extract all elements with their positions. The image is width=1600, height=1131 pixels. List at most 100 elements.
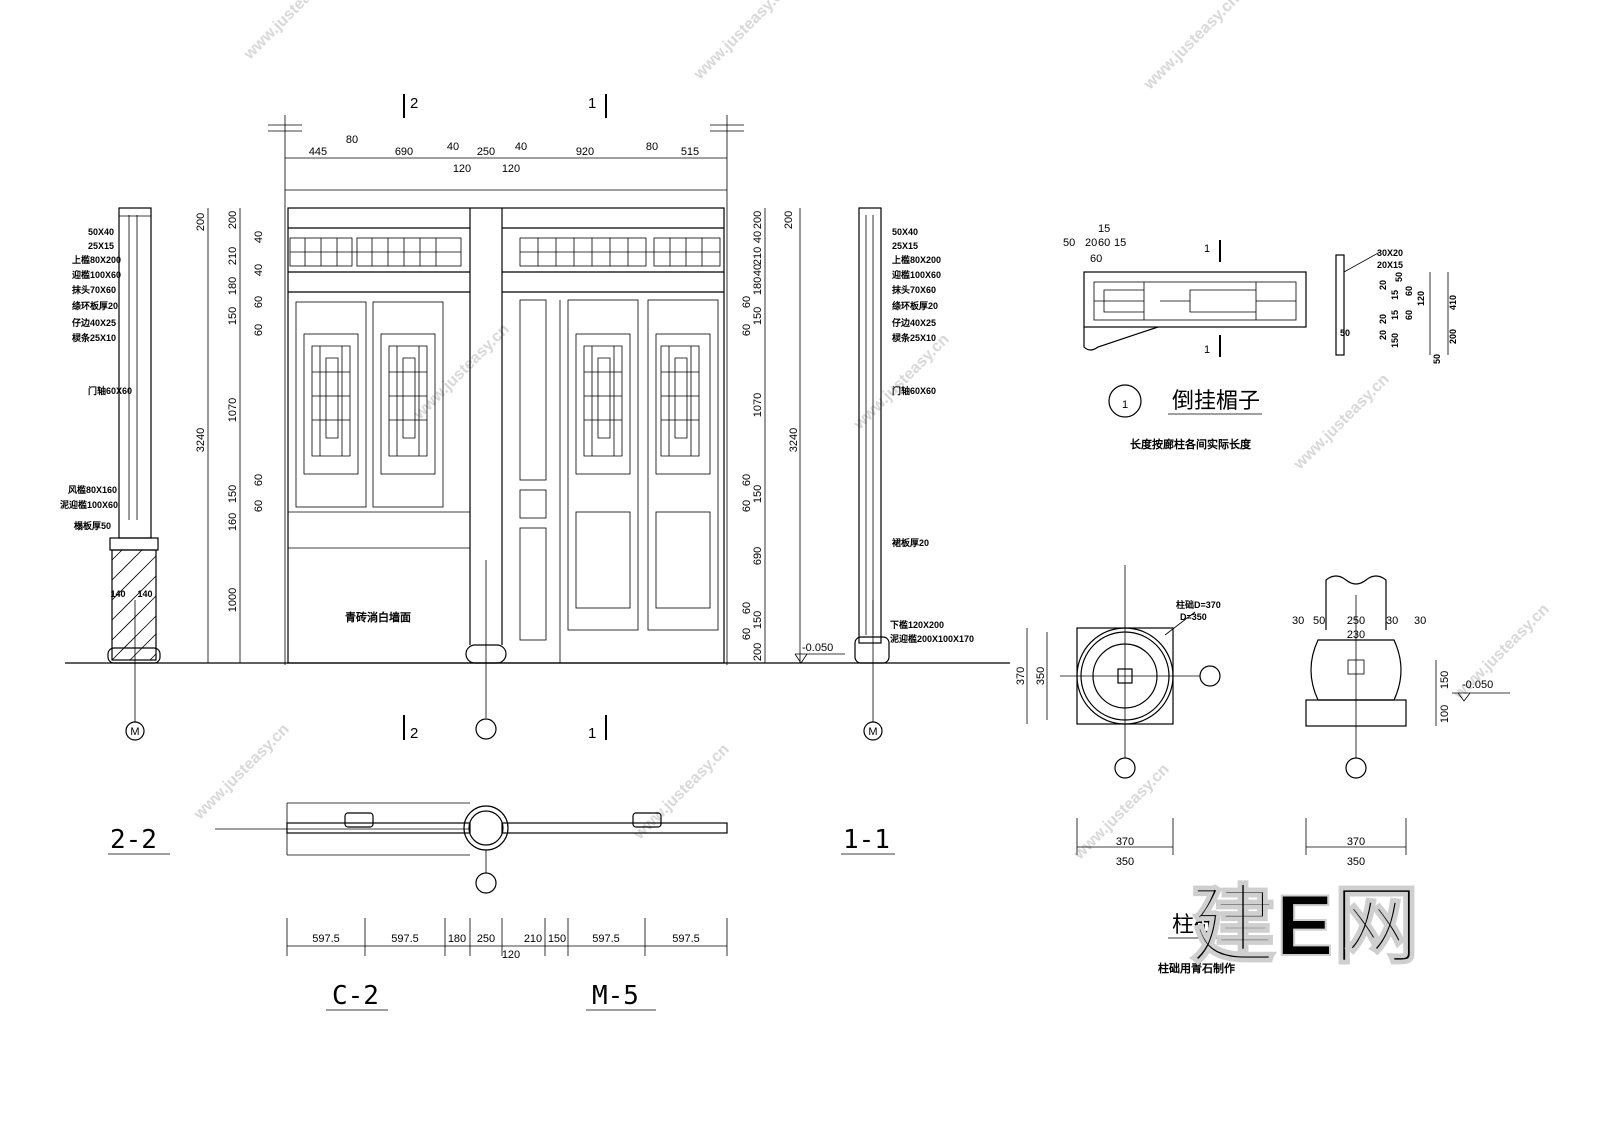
svg-text:柱础D=370: 柱础D=370: [1176, 599, 1221, 610]
svg-text:597.5: 597.5: [312, 933, 340, 945]
svg-text:140: 140: [110, 589, 125, 599]
front-elevation: 青砖淌白墙面 445 80 690 40 250 40 920 80 515 1…: [65, 94, 1010, 742]
svg-text:100: 100: [1439, 705, 1451, 723]
top-dimensions: 445 80 690 40 250 40 920 80 515 120 120: [309, 134, 699, 175]
svg-text:40: 40: [752, 231, 764, 243]
svg-text:40: 40: [515, 141, 527, 153]
door-code: M-5: [592, 981, 639, 1011]
svg-text:370: 370: [1347, 836, 1365, 848]
window-code: C-2: [332, 981, 379, 1011]
svg-text:50: 50: [1432, 354, 1442, 364]
svg-text:60: 60: [1404, 286, 1414, 296]
svg-text:120: 120: [453, 163, 471, 175]
watermark-text: www.justeasy.cn: [850, 331, 953, 434]
svg-text:180: 180: [752, 277, 764, 295]
svg-text:绦环板厚20: 绦环板厚20: [892, 300, 938, 311]
watermark-text: www.justeasy.cn: [690, 0, 793, 84]
right-height-dims: 3240 200 200 40 210 40 180 60 150 60 107…: [741, 211, 800, 661]
svg-text:50: 50: [1063, 237, 1075, 249]
svg-text:抹头70X60: 抹头70X60: [72, 284, 116, 295]
svg-text:上槛80X200: 上槛80X200: [72, 254, 121, 265]
svg-text:25X15: 25X15: [892, 241, 918, 251]
svg-text:泥迎槛200X100X170: 泥迎槛200X100X170: [890, 633, 974, 644]
svg-text:1: 1: [588, 95, 596, 112]
svg-text:15: 15: [1114, 237, 1126, 249]
svg-text:3240: 3240: [788, 428, 800, 452]
svg-text:597.5: 597.5: [391, 933, 419, 945]
svg-text:50: 50: [1394, 272, 1404, 282]
svg-text:50: 50: [1313, 615, 1325, 627]
svg-text:200: 200: [783, 211, 795, 229]
svg-text:15: 15: [1098, 223, 1110, 235]
svg-text:1: 1: [1204, 344, 1210, 356]
svg-text:445: 445: [309, 146, 327, 158]
detail-title: 倒挂楣子: [1172, 388, 1260, 413]
svg-text:180: 180: [448, 933, 466, 945]
svg-text:20X15: 20X15: [1377, 260, 1403, 270]
level-marker: -0.050: [794, 642, 845, 664]
svg-text:370: 370: [1116, 836, 1134, 848]
svg-text:60: 60: [741, 628, 753, 640]
section-right-labels: 50X40 25X15 上槛80X200 迎槛100X60 抹头70X60 绦环…: [890, 227, 974, 644]
svg-text:210: 210: [752, 247, 764, 265]
svg-text:690: 690: [395, 146, 413, 158]
plinth-title: 柱础: [1172, 912, 1216, 937]
svg-text:150: 150: [752, 485, 764, 503]
svg-text:60: 60: [741, 324, 753, 336]
svg-text:150: 150: [752, 307, 764, 325]
section-marks: 2 1 2 1: [403, 94, 607, 742]
svg-text:80: 80: [646, 141, 658, 153]
axis-bubble: [475, 718, 497, 740]
window-lattice: [311, 345, 700, 457]
svg-text:120: 120: [502, 163, 520, 175]
svg-text:140: 140: [137, 589, 152, 599]
section-title-2-2: 2-2: [110, 825, 157, 855]
svg-text:80: 80: [346, 134, 358, 146]
svg-text:230: 230: [1347, 629, 1365, 641]
svg-text:1070: 1070: [752, 393, 764, 417]
svg-text:棂条25X10: 棂条25X10: [892, 332, 936, 343]
svg-text:180: 180: [227, 277, 239, 295]
svg-text:-0.050: -0.050: [1462, 679, 1493, 691]
svg-text:150: 150: [1390, 333, 1400, 348]
section-1-1-vertical: M 50X40 25X15 上槛80X200 迎槛100X60 抹头70X60 …: [854, 207, 974, 741]
svg-text:60: 60: [1404, 310, 1414, 320]
svg-text:30: 30: [1386, 615, 1398, 627]
section-left-labels: 50X40 25X15 上槛80X200 迎槛100X60 抹头70X60 绦环…: [60, 227, 132, 531]
detail-number: 1: [1122, 399, 1128, 411]
svg-text:门轴60X60: 门轴60X60: [88, 385, 132, 396]
svg-text:350: 350: [1116, 856, 1134, 868]
svg-text:迎槛100X60: 迎槛100X60: [892, 269, 941, 280]
lintel-side-dims: 50 20 60 15 20 15 60 20 120 150 50 410 2…: [1340, 272, 1458, 364]
svg-text:150: 150: [227, 307, 239, 325]
watermark-text: www.justeasy.cn: [1070, 761, 1173, 864]
svg-text:M: M: [130, 726, 139, 738]
svg-text:-0.050: -0.050: [802, 642, 833, 654]
brand-watermark: 建E网: [1190, 878, 1419, 974]
svg-text:350: 350: [1347, 856, 1365, 868]
svg-text:60: 60: [253, 500, 265, 512]
svg-text:515: 515: [681, 146, 699, 158]
svg-text:60: 60: [253, 324, 265, 336]
watermark-text: www.justeasy.cn: [190, 721, 293, 824]
left-height-dims: 200 3240 1000 200 40 210 40 180 60 150 6…: [195, 211, 265, 612]
svg-text:下槛120X200: 下槛120X200: [890, 619, 944, 630]
lintel-detail: 15 50 20 60 15 60 1 1 1 倒挂楣子 长度按廊柱各间实际长度…: [1063, 223, 1458, 451]
watermark-text: www.justeasy.cn: [1140, 0, 1243, 94]
svg-text:风槛80X160: 风槛80X160: [68, 484, 117, 495]
svg-text:25X15: 25X15: [88, 241, 114, 251]
svg-text:20: 20: [1378, 330, 1388, 340]
svg-text:棂条25X10: 棂条25X10: [72, 332, 116, 343]
svg-text:50: 50: [1340, 328, 1350, 338]
plinth-elevation: 30 50 250 30 30 230 150 100 -0.050 370 3…: [1158, 575, 1510, 975]
plan-dimensions: 597.5 597.5 180 250 210 150 597.5 597.5 …: [312, 933, 700, 961]
svg-text:250: 250: [477, 933, 495, 945]
svg-text:30: 30: [1292, 615, 1304, 627]
svg-text:1070: 1070: [227, 398, 239, 422]
svg-text:绦环板厚20: 绦环板厚20: [72, 300, 118, 311]
watermark-text: www.justeasy.cn: [240, 0, 343, 64]
svg-text:690: 690: [752, 547, 764, 565]
svg-text:210: 210: [227, 247, 239, 265]
svg-text:597.5: 597.5: [672, 933, 700, 945]
